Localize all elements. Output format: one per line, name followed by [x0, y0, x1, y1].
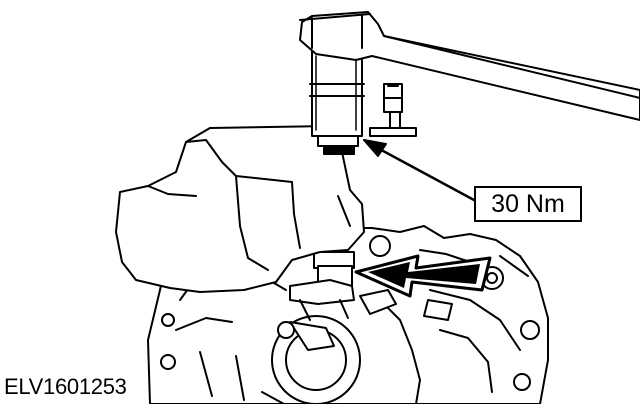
torque-wrench [299, 11, 640, 121]
holding-hand [115, 125, 365, 293]
torque-pointer-arrow [363, 139, 476, 202]
torque-spec-label: 30 Nm [474, 186, 582, 222]
location-arrow [354, 254, 492, 298]
selector-shaft [289, 251, 355, 321]
figure-reference-code: ELV1601253 [4, 374, 127, 399]
socket [309, 47, 365, 155]
locating-pin [369, 83, 417, 137]
